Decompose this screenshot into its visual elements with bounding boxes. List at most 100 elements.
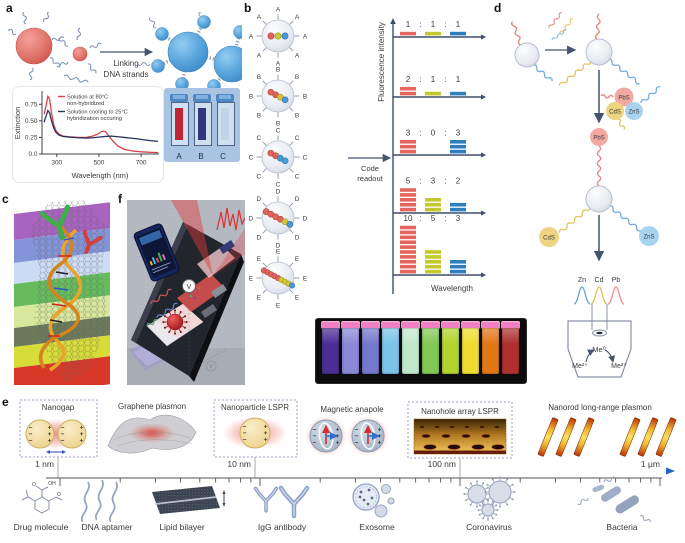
svg-text::: : [444, 214, 446, 223]
nanogap-particle-right [57, 419, 87, 449]
cds-attached-dot [539, 227, 559, 247]
svg-text:−: − [355, 433, 359, 440]
svg-text:C: C [276, 127, 281, 134]
svg-text:+: + [378, 440, 382, 447]
nanohole-array-image [413, 418, 507, 455]
svg-text:+: + [336, 427, 340, 434]
scale-100nm: 100 nm [428, 459, 456, 469]
svg-text:500: 500 [94, 160, 105, 167]
voltmeter-circle [182, 279, 196, 293]
nanoparticle-lspr-label: Nanoparticle LSPR [221, 403, 289, 412]
charge-symbols: −+−+−+−+−+−+−+−+−+−+−+−+−+−+−+ [29, 424, 382, 447]
label-dna-aptamer: DNA aptamer [81, 522, 132, 532]
cuvette-c-liquid [221, 108, 229, 140]
label-lipid-bilayer: Lipid bilayer [159, 522, 205, 532]
cd-peak-label: Cd [595, 277, 604, 284]
pbs-dot [614, 87, 634, 107]
svg-text:A: A [276, 60, 281, 67]
dna-aptamer-icon [78, 479, 121, 523]
y-axis-title: Extinction [13, 107, 22, 140]
cuvette-a-liquid [175, 108, 183, 140]
svg-text:−: − [29, 431, 33, 438]
svg-text:A: A [295, 52, 300, 59]
svg-text:1: 1 [456, 75, 461, 84]
vial-cap [401, 321, 420, 329]
cds-attached-label: CdS [543, 236, 555, 242]
spectrum-series-1 [43, 109, 159, 143]
svg-text:+: + [336, 440, 340, 447]
bare-nanoparticle [514, 42, 540, 68]
laser-beam-reflected [213, 228, 245, 276]
atom-oh: OH [48, 481, 56, 487]
plot-card [12, 86, 164, 183]
fluorescent-vial [502, 328, 519, 374]
cuvette-label-c: C [220, 152, 226, 161]
igg-antibody-icon [253, 488, 307, 516]
cuvette-b-liquid [198, 108, 206, 140]
vial-cap [361, 321, 380, 329]
svg-text:−: − [61, 431, 65, 438]
graphene-plasmon-label: Graphene plasmon [118, 402, 186, 411]
svg-text:+: + [264, 437, 268, 444]
svg-text:0.25: 0.25 [25, 135, 38, 142]
svg-text:+: + [378, 427, 382, 434]
virus-particle [166, 313, 184, 331]
label-igg-antibody: IgG antibody [258, 522, 307, 532]
label-exosome: Exosome [359, 522, 395, 532]
cuvette-cap [170, 94, 188, 102]
svg-text:1: 1 [456, 20, 461, 29]
svg-text:3: 3 [456, 214, 461, 223]
pbs-attached-label: PbS [593, 136, 604, 142]
pb-peak-label: Pb [612, 277, 621, 284]
virus-spikes [162, 309, 188, 335]
svg-text::: : [419, 214, 421, 223]
fluorescent-vial [422, 328, 439, 374]
svg-text::: : [444, 20, 446, 29]
chip-biosensor-render: V V [127, 200, 245, 385]
intensity-axis-label: Fluorescence intensity [378, 22, 386, 102]
svg-text:B: B [295, 74, 299, 81]
chip-component [211, 284, 227, 298]
panel-label-c: c [2, 192, 9, 206]
svg-text:700: 700 [136, 160, 147, 167]
nanogap-particle-left [25, 419, 55, 449]
magnetic-anapole-label: Magnetic anapole [320, 405, 384, 414]
svg-text:B: B [303, 93, 307, 100]
svg-text::: : [419, 20, 421, 29]
svg-text:B: B [295, 112, 299, 119]
nanogap-label: Nanogap [42, 403, 75, 412]
svg-text:D: D [257, 234, 262, 241]
cuvette-cap [216, 94, 234, 102]
vial-cap [441, 321, 460, 329]
svg-text:B: B [257, 112, 261, 119]
svg-text:B: B [249, 93, 253, 100]
fluorescent-vial [462, 328, 479, 374]
nanohole-label: Nanohole array LSPR [421, 407, 499, 416]
lipid-bilayer-icon [152, 486, 226, 514]
svg-text:+: + [264, 424, 268, 431]
fluorescent-vial [322, 328, 339, 374]
lspr-particle [239, 417, 271, 449]
bacteria-icon [576, 475, 652, 524]
svg-text:+: + [264, 430, 268, 437]
svg-text:−: − [243, 430, 247, 437]
svg-text:10: 10 [404, 214, 413, 223]
scale-1nm: 1 nm [35, 459, 54, 469]
label-coronavirus: Coronavirus [466, 522, 512, 532]
vial-cap [381, 321, 400, 329]
legend-entry-1-line2: non-hybridized [67, 101, 104, 107]
code-readout-label-line2: readout [357, 174, 383, 183]
svg-text:3: 3 [456, 128, 461, 137]
plasmonic-size-scale: Nanogap Graphene plasmon Nanoparticle LS… [14, 399, 677, 532]
panel-label-f: f [118, 192, 122, 206]
panel-label-b: b [244, 1, 252, 15]
svg-text:0: 0 [431, 128, 436, 137]
svg-text:5: 5 [406, 177, 411, 186]
scale-1um: 1 μm [641, 459, 660, 469]
